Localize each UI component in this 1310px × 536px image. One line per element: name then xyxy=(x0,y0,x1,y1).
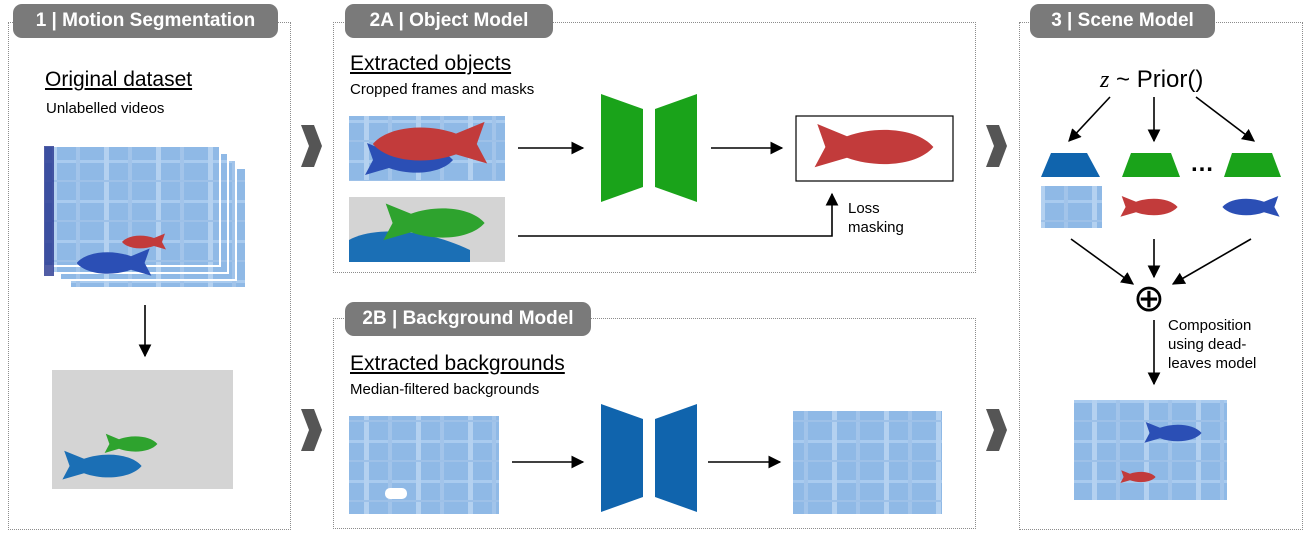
encoder-icon xyxy=(601,404,643,512)
decoder-icon xyxy=(655,404,697,512)
latent-variable: z xyxy=(1100,67,1110,93)
reconstructed-object xyxy=(795,115,954,182)
composition-symbol: ⊕ xyxy=(1133,278,1165,320)
blue-fish-icon xyxy=(1222,195,1280,217)
object-decoder-icon xyxy=(1122,153,1180,177)
cropped-frame xyxy=(349,116,505,181)
segmentation-mask xyxy=(52,370,233,489)
backgrounds-subheading: Median-filtered backgrounds xyxy=(350,381,540,398)
composed-scene xyxy=(1074,400,1227,500)
median-background xyxy=(349,416,499,514)
tag-background-model: 2B | Background Model xyxy=(345,302,591,336)
object-decoder-icon xyxy=(1224,153,1281,177)
tag-motion-segmentation: 1 | Motion Segmentation xyxy=(13,4,278,38)
panel-background-model xyxy=(333,318,976,529)
generated-background xyxy=(1041,186,1102,228)
loss-masking-note: Loss masking xyxy=(848,200,904,236)
objects-heading: Extracted objects xyxy=(350,52,512,75)
panel-object-model xyxy=(333,22,976,273)
flow-arrow-icon xyxy=(301,409,322,451)
backgrounds-heading: Extracted backgrounds xyxy=(350,352,565,375)
dataset-subheading: Unlabelled videos xyxy=(46,100,165,117)
flow-arrow-icon xyxy=(301,125,322,167)
flow-arrow-icon xyxy=(986,125,1007,167)
prior-expression: ~ Prior() xyxy=(1109,66,1204,93)
dataset-heading: Original dataset xyxy=(45,68,193,91)
red-fish-icon xyxy=(1120,195,1178,217)
reconstructed-background xyxy=(793,411,942,514)
tag-object-model: 2A | Object Model xyxy=(345,4,553,38)
prior-formula: z ~ Prior() xyxy=(1100,66,1203,94)
tag-scene-model: 3 | Scene Model xyxy=(1030,4,1215,38)
ellipsis: … xyxy=(1190,150,1214,177)
encoder-icon xyxy=(601,94,643,202)
objects-subheading: Cropped frames and masks xyxy=(350,81,535,98)
composition-note: Composition using dead- leaves model xyxy=(1168,317,1257,372)
decoder-icon xyxy=(655,94,697,202)
flow-arrow-icon xyxy=(986,409,1007,451)
object-mask xyxy=(349,197,505,262)
background-decoder-icon xyxy=(1041,153,1100,177)
video-frame-stack xyxy=(43,145,247,289)
